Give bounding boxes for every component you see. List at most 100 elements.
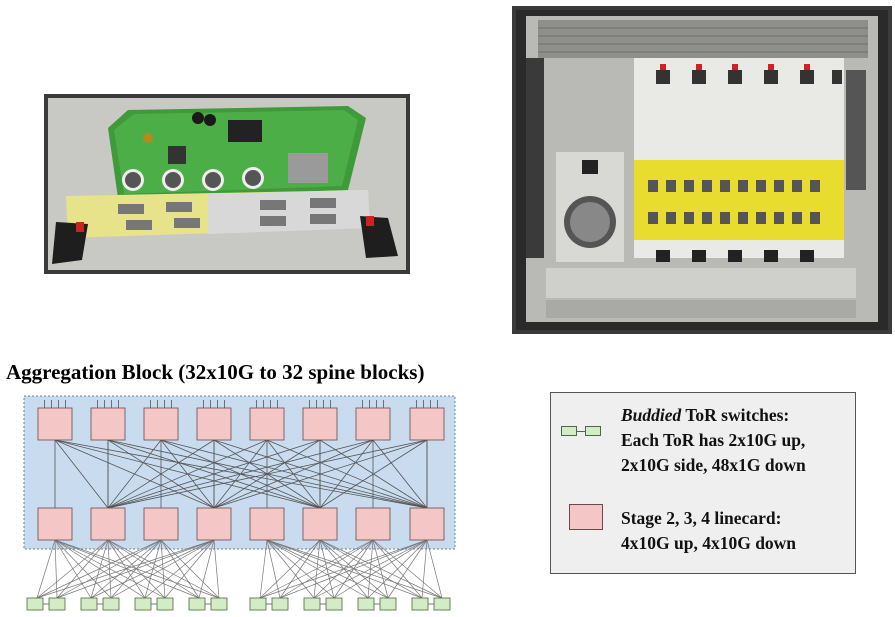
tor-link — [110, 539, 215, 599]
legend-linecard-line2: 4x10G up, 4x10G down — [621, 533, 797, 553]
linecard-node — [37, 507, 73, 541]
linecard-node — [409, 507, 445, 541]
tor-link — [421, 539, 428, 599]
tor-link — [266, 539, 281, 599]
linecard-node — [196, 507, 232, 541]
link-lines — [36, 400, 443, 599]
tor-switch-icon — [585, 426, 601, 436]
legend: Buddied ToR switches: Each ToR has 2x10G… — [550, 392, 856, 574]
stage-link — [54, 439, 109, 509]
tor-node — [134, 597, 152, 611]
tor-link — [36, 539, 162, 599]
linecard-node — [90, 507, 126, 541]
tor-link — [279, 539, 374, 599]
tor-node — [102, 597, 120, 611]
linecard-node — [249, 507, 285, 541]
tor-link — [144, 539, 215, 599]
tor-node — [303, 597, 321, 611]
tor-link — [56, 539, 162, 599]
linecard-board-icon — [48, 98, 406, 270]
tor-node — [210, 597, 228, 611]
linecard-node — [302, 507, 338, 541]
tor-link — [266, 539, 389, 599]
stage-link — [319, 439, 428, 509]
linecard-node — [302, 407, 338, 441]
linecard-node — [143, 507, 179, 541]
legend-linecard-line1: Stage 2, 3, 4 linecard: — [621, 508, 782, 528]
tor-link — [36, 539, 215, 599]
tor-link — [56, 539, 215, 599]
linecard-node — [409, 407, 445, 441]
tor-link — [266, 539, 335, 599]
linecard-node — [196, 407, 232, 441]
tor-node — [156, 597, 174, 611]
stage-link — [107, 439, 428, 509]
chassis-photo — [512, 6, 892, 334]
tor-link — [54, 539, 146, 599]
tor-node — [271, 597, 289, 611]
tor-link — [259, 539, 268, 599]
tor-node — [26, 597, 44, 611]
tor-link — [90, 539, 215, 599]
tor-link — [259, 539, 428, 599]
switch-nodes — [26, 407, 451, 611]
tor-link — [54, 539, 200, 599]
stage-link — [319, 439, 374, 509]
linecard-icon — [569, 504, 603, 530]
tor-link — [36, 539, 109, 599]
linecard-node — [355, 407, 391, 441]
stage-link — [107, 439, 374, 509]
tor-link — [107, 539, 200, 599]
tor-node — [249, 597, 267, 611]
linecard-node — [355, 507, 391, 541]
tor-node — [433, 597, 451, 611]
stage-link — [107, 439, 162, 509]
legend-tor-line2: Each ToR has 2x10G up, — [621, 430, 806, 450]
tor-link — [164, 539, 215, 599]
chassis-icon — [516, 10, 888, 330]
tor-link — [313, 539, 428, 599]
tor-link — [107, 539, 220, 599]
tor-node — [325, 597, 343, 611]
tor-link — [259, 539, 321, 599]
tor-link — [54, 539, 58, 599]
tor-link — [279, 539, 428, 599]
tor-link — [36, 539, 56, 599]
tor-link — [160, 539, 220, 599]
linecard-photo — [44, 94, 410, 274]
tor-node — [48, 597, 66, 611]
linecard-node — [143, 407, 179, 441]
stage-link — [213, 439, 374, 509]
tor-link — [54, 539, 220, 599]
aggregation-block-title: Aggregation Block (32x10G to 32 spine bl… — [6, 360, 425, 384]
legend-tor-line1: Buddied ToR switches: — [621, 405, 790, 425]
tor-link — [279, 539, 321, 599]
tor-link — [367, 539, 428, 599]
tor-switch-icon — [561, 426, 577, 436]
buddy-link-icon — [577, 431, 585, 432]
stage-link — [107, 439, 215, 509]
stage-link — [107, 439, 268, 509]
tor-link — [198, 539, 215, 599]
tor-link — [266, 539, 369, 599]
tor-link — [213, 539, 220, 599]
tor-link — [259, 539, 374, 599]
stage-link — [372, 439, 428, 509]
stage-link — [107, 439, 321, 509]
tor-node — [80, 597, 98, 611]
tor-link — [426, 539, 443, 599]
tor-link — [333, 539, 428, 599]
linecard-node — [37, 407, 73, 441]
tor-link — [54, 539, 166, 599]
linecard-node — [249, 407, 285, 441]
tor-link — [54, 539, 112, 599]
tor-node — [188, 597, 206, 611]
tor-node — [411, 597, 429, 611]
aggregation-block-diagram — [23, 395, 456, 611]
stage-link — [213, 439, 428, 509]
tor-node — [357, 597, 375, 611]
tor-link — [387, 539, 428, 599]
legend-tor-line3: 2x10G side, 48x1G down — [621, 455, 806, 475]
tor-node — [379, 597, 397, 611]
linecard-node — [90, 407, 126, 441]
